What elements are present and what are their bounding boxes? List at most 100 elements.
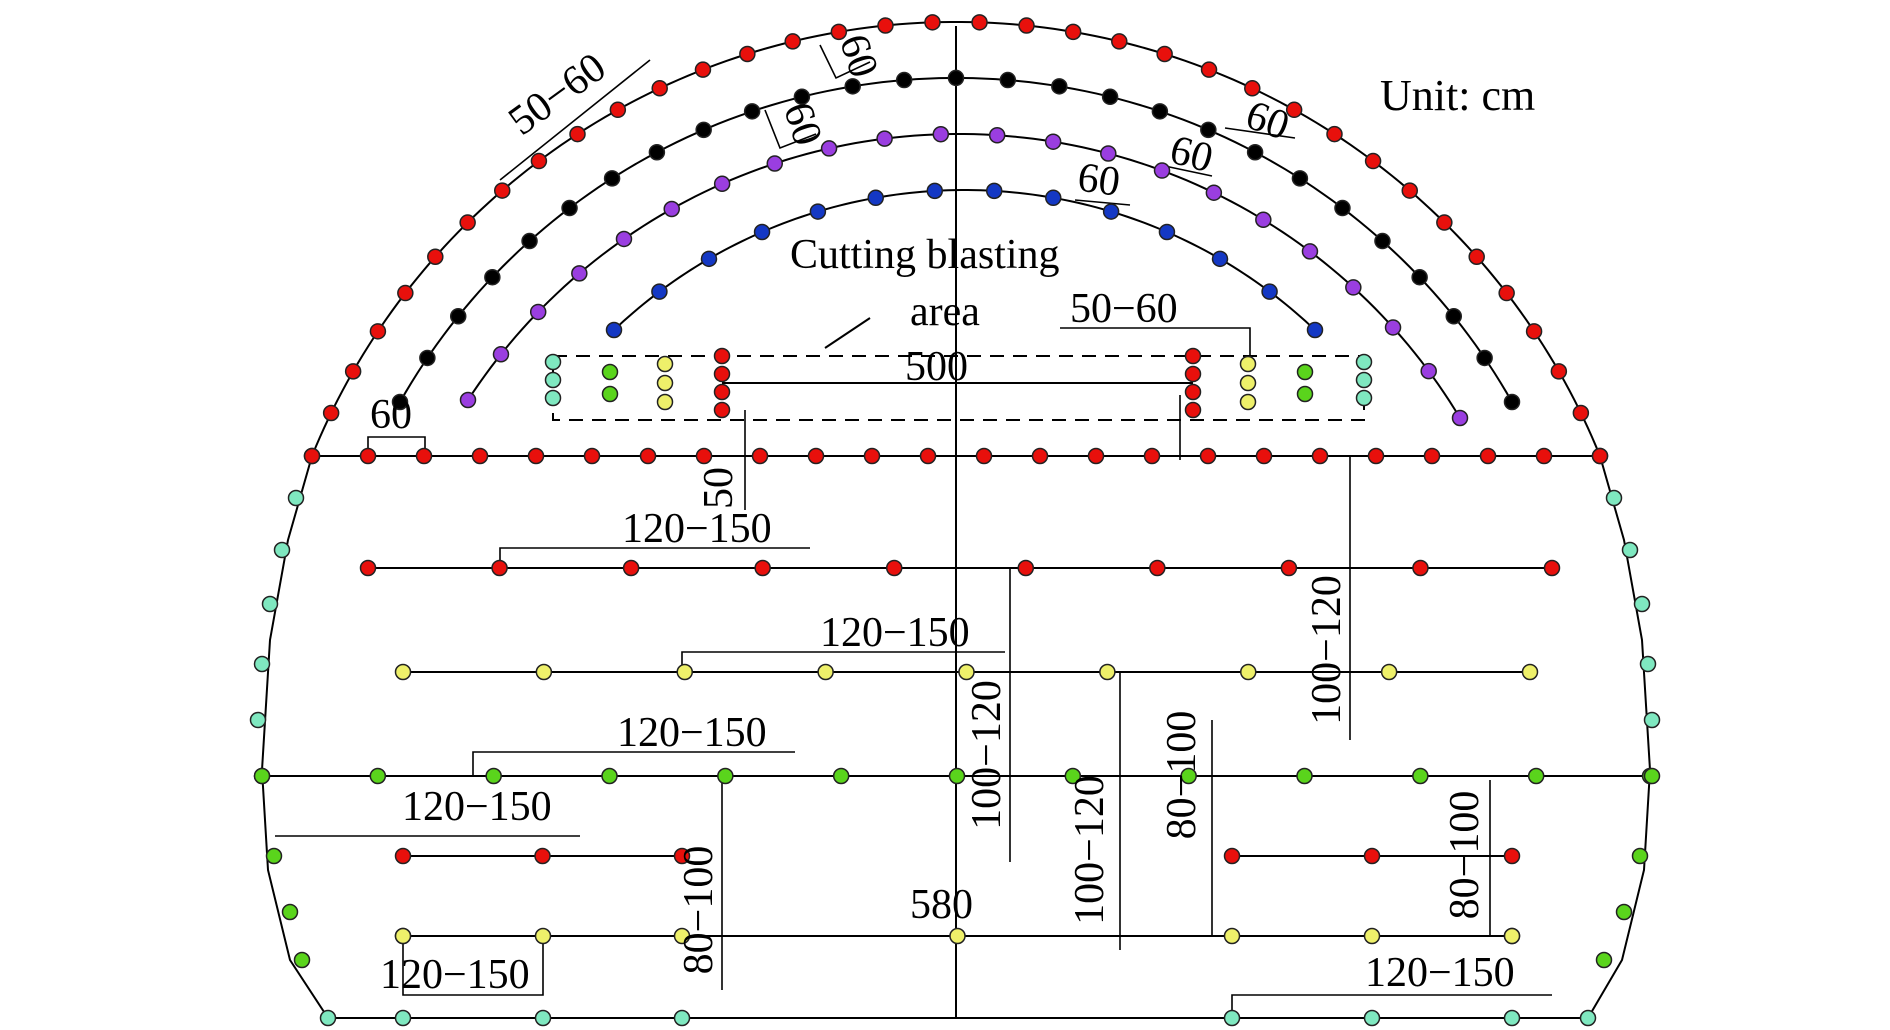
- inner-arc-purple-hole: [1255, 211, 1272, 228]
- right-wall-hole: [1643, 711, 1661, 729]
- springline-hole: [1143, 447, 1161, 465]
- inner-arc-black-hole: [1051, 78, 1068, 95]
- inner-arc-purple-hole: [529, 303, 547, 321]
- row2-hole: [1099, 663, 1116, 681]
- inner-arc-purple-hole: [1384, 319, 1402, 336]
- inner-arc-black-hole: [695, 121, 712, 139]
- crown-contour-hole: [1525, 323, 1543, 340]
- row3-hole: [1180, 767, 1197, 785]
- dim-right-1-line: [1224, 127, 1296, 139]
- row4-left-hole: [534, 847, 551, 865]
- cut-hole-green: [1296, 385, 1314, 403]
- row5-hole: [1223, 927, 1241, 945]
- inner-arc-purple-line: [467, 132, 1461, 419]
- row4-right-hole: [1363, 847, 1381, 865]
- crown-contour-hole: [924, 14, 941, 31]
- inner-arc-black-hole: [1334, 199, 1351, 217]
- springline-hole: [863, 447, 881, 465]
- inner-arc-black-hole: [484, 268, 501, 286]
- cut-hole-red: [1184, 365, 1202, 383]
- springline-hole: [1591, 447, 1609, 465]
- cut-hole-yellow: [1239, 374, 1257, 392]
- crown-contour-hole: [369, 323, 387, 340]
- row1-hole: [1017, 559, 1035, 577]
- inner-arc-blue-hole: [867, 189, 884, 207]
- blast-holes: [249, 14, 1661, 1027]
- dim-cut-width: 500: [905, 344, 968, 390]
- row3-hole: [1412, 767, 1429, 785]
- dimension-lines: [275, 44, 1552, 1018]
- dim-burden-c: 100−120: [1067, 775, 1113, 925]
- inner-arc-purple-hole: [571, 265, 588, 282]
- crown-contour-hole: [609, 101, 627, 119]
- springline-hole: [1479, 447, 1497, 465]
- springline-hole: [1311, 447, 1329, 465]
- cut-hole-red: [1184, 383, 1202, 401]
- crown-contour-hole: [971, 14, 988, 31]
- row5-hole: [673, 927, 691, 945]
- inner-arc-black-hole: [1503, 393, 1521, 411]
- dim-arch-spacing-2: 60: [774, 97, 831, 151]
- dim-springline-line: [367, 436, 426, 456]
- cut-hole-cyan: [1355, 353, 1373, 371]
- cut-hole-cyan: [544, 389, 562, 407]
- dim-right-spacing-1: 60: [1240, 92, 1295, 150]
- right-wall-hole: [1631, 847, 1649, 865]
- dim-bottom-right-line: [1231, 994, 1552, 1018]
- inner-arc-purple-hole: [1100, 145, 1117, 162]
- bottom-hole: [319, 1009, 337, 1027]
- cut-hole-red: [1184, 401, 1202, 419]
- inner-arc-purple-hole: [1301, 243, 1319, 260]
- springline-hole: [975, 447, 993, 465]
- cut-hole-red: [713, 347, 731, 365]
- crown-contour-hole: [1018, 17, 1035, 34]
- cutting-area-label-line1: Cutting blasting: [790, 232, 1060, 278]
- crown-contour-hole: [739, 45, 756, 63]
- row1-hole: [1543, 559, 1561, 577]
- dim-center-width: 580: [910, 882, 973, 928]
- cut-hole-yellow: [656, 374, 674, 392]
- dim-row3-spacing: 120−150: [617, 710, 767, 756]
- inner-arc-blue-line: [613, 189, 1316, 331]
- springline-hole: [1367, 447, 1385, 465]
- inner-arc-purple-hole: [1153, 162, 1171, 179]
- inner-arc-black-hole: [561, 199, 578, 217]
- dim-burden-a: 100−120: [1304, 575, 1350, 725]
- row4-right-hole: [1223, 847, 1241, 865]
- right-wall-hole: [1639, 655, 1657, 673]
- inner-arc-purple-hole: [1420, 362, 1437, 380]
- springline-hole: [1087, 447, 1105, 465]
- inner-arc-blue-hole: [1045, 189, 1062, 207]
- inner-arc-blue-hole: [1306, 321, 1324, 339]
- inner-arc-black-hole: [1374, 232, 1391, 250]
- dim-arch-1-line: [819, 44, 871, 80]
- crown-contour-hole: [1156, 45, 1173, 63]
- springline-hole: [1535, 447, 1553, 465]
- row1-hole: [885, 559, 903, 577]
- row2-hole: [676, 663, 693, 681]
- row5-hole: [534, 927, 552, 945]
- dim-burden-f: 80−100: [1442, 791, 1488, 920]
- inner-arc-purple-hole: [876, 130, 893, 147]
- inner-arc-blue-hole: [1211, 250, 1229, 268]
- dim-arch-2-line: [764, 109, 817, 150]
- cut-hole-cyan: [544, 371, 562, 389]
- row3-hole: [1643, 767, 1661, 785]
- inner-arc-blue-hole: [1158, 223, 1176, 241]
- inner-arc-black-hole: [1445, 308, 1463, 325]
- right-wall-hole: [1615, 903, 1633, 921]
- crown-contour-hole: [1200, 61, 1218, 78]
- cut-hole-green: [601, 385, 619, 403]
- inner-arc-black-hole: [603, 170, 621, 187]
- left-wall-hole: [265, 847, 283, 865]
- dim-cut-depth: 50: [696, 467, 742, 509]
- crown-contour-hole: [1244, 80, 1261, 97]
- bottom-hole: [673, 1009, 691, 1027]
- left-wall-hole: [273, 541, 291, 559]
- inner-arc-blue-hole: [809, 203, 827, 220]
- inner-arc-black-hole: [391, 393, 409, 411]
- inner-arc-purple-hole: [1451, 409, 1469, 427]
- cut-hole-yellow: [656, 393, 674, 411]
- springline-hole: [583, 447, 601, 465]
